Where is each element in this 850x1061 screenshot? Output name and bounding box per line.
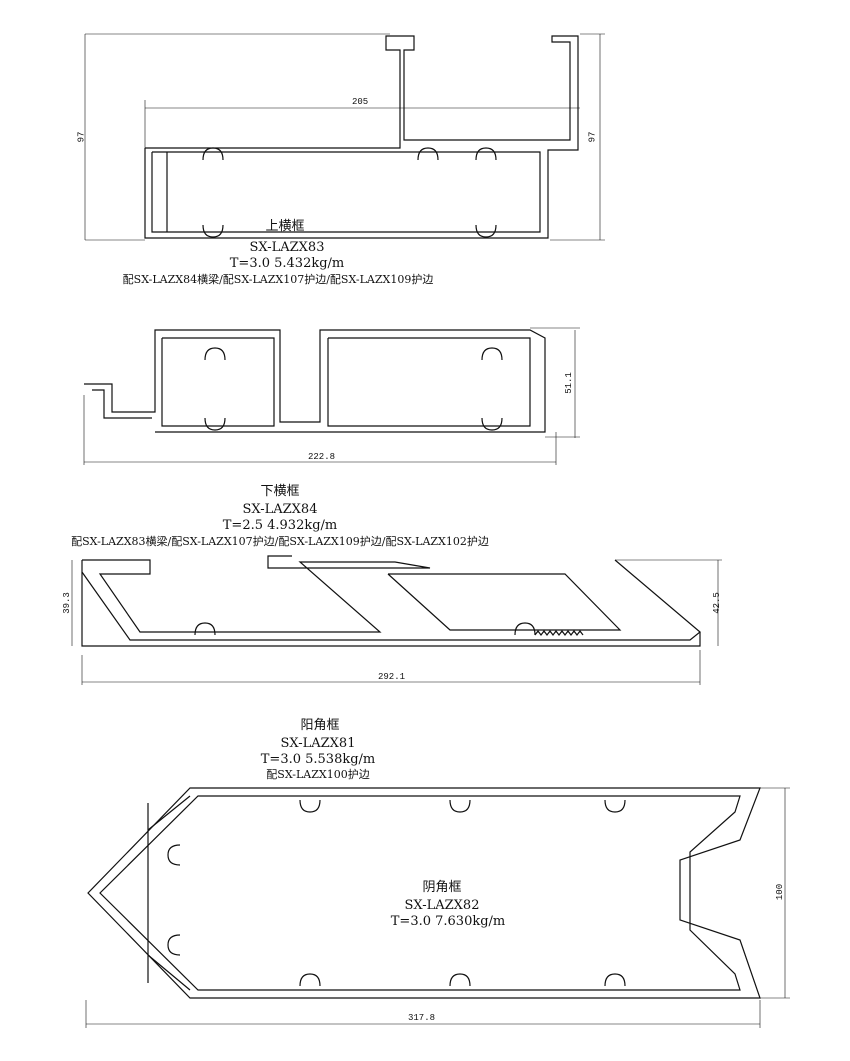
profile-2-note: 配SX-LAZX83横梁/配SX-LAZX107护边/配SX-LAZX109护边… — [71, 535, 489, 548]
profile-1-note: 配SX-LAZX84横梁/配SX-LAZX107护边/配SX-LAZX109护边 — [122, 273, 434, 286]
profile-sx-lazx83-shape — [84, 33, 605, 241]
dim-width-5: 317.8 — [408, 1013, 436, 1023]
profile-4-code: SX-LAZX81 — [280, 736, 356, 751]
dim-height-2: 51.1 — [563, 372, 574, 394]
dim-width-2: 222.8 — [308, 452, 336, 462]
profile-2-code: SX-LAZX84 — [242, 502, 318, 517]
dim-width-1: 205 — [352, 97, 369, 107]
profile-corner-shape — [85, 787, 790, 1028]
profile-4-note: 配SX-LAZX100护边 — [266, 768, 370, 781]
dim-height-right-1: 97 — [587, 131, 598, 143]
profile-5-code: SX-LAZX82 — [404, 898, 480, 913]
profile-4-spec: T=3.0 5.538kg/m — [260, 752, 376, 767]
profile-4-name: 阳角框 — [300, 718, 340, 733]
dim-height-right-3: 42.5 — [711, 592, 722, 614]
dim-height-left-3: 39.3 — [61, 592, 72, 614]
dim-width-3: 292.1 — [378, 672, 406, 682]
profile-1-spec: T=3.0 5.432kg/m — [229, 256, 345, 271]
profile-1-name: 上横框 — [265, 219, 305, 234]
dim-height-5: 100 — [775, 883, 786, 901]
profile-1-code: SX-LAZX83 — [249, 240, 325, 255]
profile-lower-shape — [71, 555, 722, 685]
dim-height-left-1: 97 — [76, 131, 87, 143]
profile-2-spec: T=2.5 4.932kg/m — [222, 518, 338, 533]
profile-2-name: 下横框 — [260, 484, 300, 499]
profile-5-name: 阴角框 — [422, 880, 462, 895]
profile-5-spec: T=3.0 7.630kg/m — [390, 914, 506, 929]
profile-sx-lazx84-shape — [83, 327, 580, 465]
